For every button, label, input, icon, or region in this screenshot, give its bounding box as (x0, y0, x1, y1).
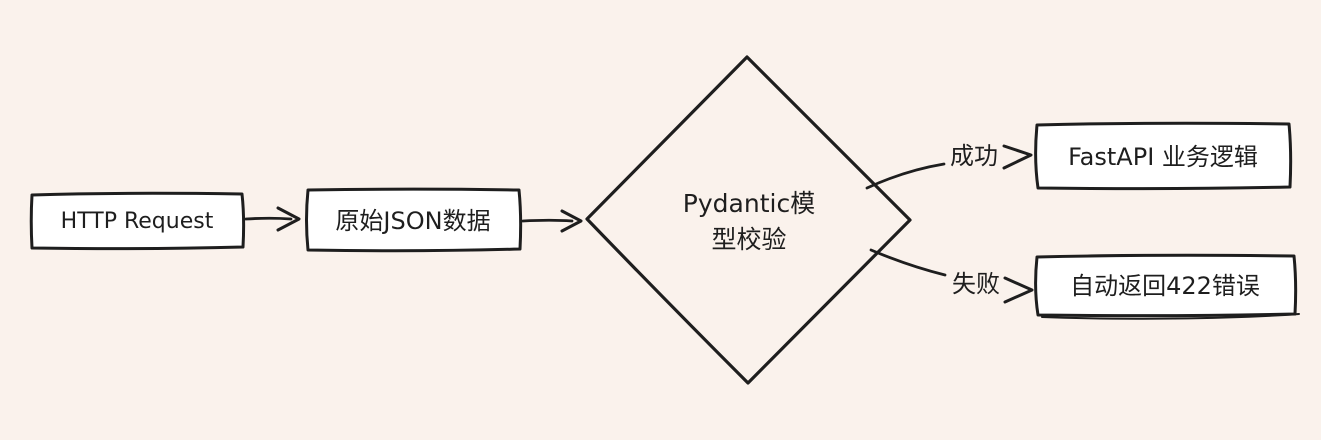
edge-failure-arrowhead-icon (1003, 276, 1034, 304)
edge-success-label: 成功 (950, 142, 998, 170)
http-request-box (29, 191, 246, 251)
node-error-422: 自动返回422错误 (1034, 253, 1300, 320)
edge-request-to-json-arrowhead-icon (276, 206, 301, 232)
node-raw-json: 原始JSON数据 (305, 187, 523, 253)
edge-success-arrowhead-icon (1002, 144, 1033, 170)
edge-json-to-validation (521, 209, 583, 233)
validation-label-line2: 型校验 (711, 225, 786, 254)
validation-diamond (585, 55, 912, 385)
edge-success-line (865, 162, 946, 190)
edge-failure-label: 失败 (952, 270, 1000, 298)
edge-request-to-json (244, 206, 301, 232)
edge-success: 成功 (865, 142, 1033, 190)
fastapi-logic-box (1034, 121, 1293, 191)
node-fastapi-logic: FastAPI 业务逻辑 (1034, 121, 1293, 191)
fastapi-logic-label: FastAPI 业务逻辑 (1068, 143, 1258, 171)
edge-failure-line (869, 248, 947, 277)
edge-json-to-validation-arrowhead-icon (560, 209, 583, 233)
raw-json-label: 原始JSON数据 (335, 207, 490, 235)
edge-failure: 失败 (869, 248, 1034, 304)
http-request-label: HTTP Request (61, 209, 214, 234)
validation-label-line1: Pydantic模 (683, 189, 815, 218)
raw-json-box (305, 187, 523, 253)
error-422-label: 自动返回422错误 (1070, 272, 1260, 300)
node-http-request: HTTP Request (29, 191, 246, 251)
edge-request-to-json-line (244, 216, 293, 221)
edge-json-to-validation-line (521, 218, 574, 223)
error-422-box-sketch-stroke (1041, 313, 1300, 320)
node-validation-decision: Pydantic模 型校验 (585, 55, 912, 385)
